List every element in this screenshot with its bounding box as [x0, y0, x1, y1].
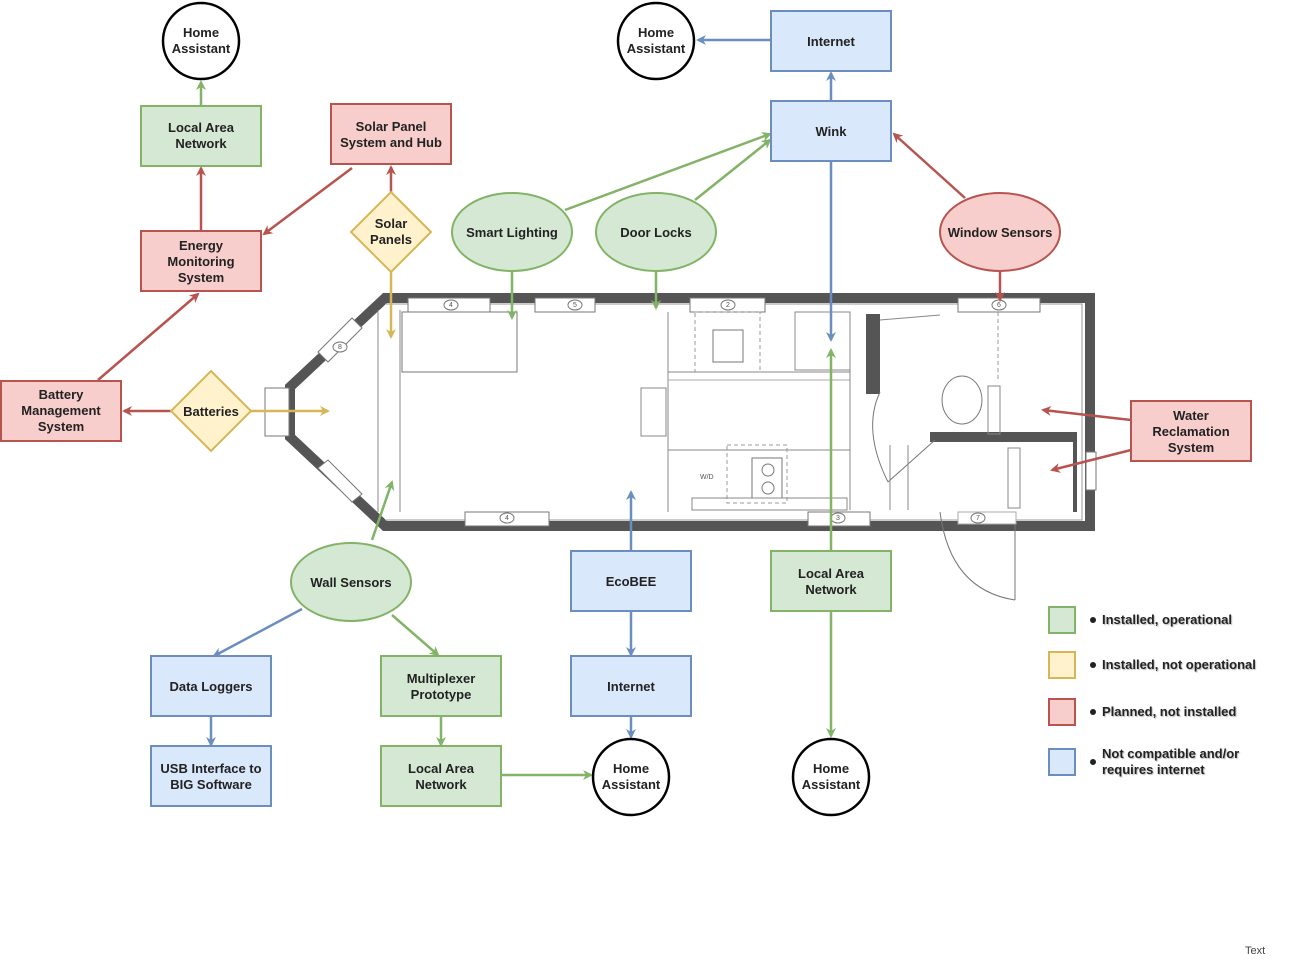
node-smart-lighting	[451, 192, 573, 272]
node-ha-top-mid	[616, 1, 696, 81]
node-label-ecobee: EcoBEE	[606, 574, 657, 589]
node-solar-panel-system	[330, 103, 452, 165]
footer-text: Text	[1245, 945, 1266, 957]
legend-swatch-green	[1048, 606, 1076, 634]
plan-tag-a: 4	[449, 302, 453, 309]
node-door-locks	[595, 192, 717, 272]
node-lan-bottom	[380, 745, 502, 807]
node-label-door-locks: Door Locks	[620, 225, 692, 240]
node-solar-panels	[349, 190, 433, 274]
node-label-smart-lighting: Smart Lighting	[466, 225, 558, 240]
bed	[401, 311, 518, 373]
legend-label: Installed, operational	[1102, 612, 1233, 627]
edge-water-to-plan-2	[1050, 448, 1132, 473]
node-label-internet-bottom: Internet	[607, 679, 655, 694]
svg-text:3: 3	[836, 515, 840, 522]
edge-wallsensors-to-multiplexer	[391, 614, 440, 657]
legend-label: Not compatible and/or requires internet	[1102, 746, 1240, 777]
node-ecobee	[570, 550, 692, 612]
node-label-window-sensors: Window Sensors	[948, 225, 1053, 240]
svg-text:5: 5	[573, 302, 577, 309]
edge-wallsensors-to-dataloggers	[212, 607, 303, 658]
edge-bms-to-energy	[97, 292, 200, 381]
node-water-reclamation	[1130, 400, 1252, 462]
floor-plan: 4 5 2 6 8 4 3 7 W/D	[264, 293, 1097, 601]
edge-windowsensors-to-wink	[892, 132, 966, 199]
node-internet-top	[770, 10, 892, 72]
node-internet-bottom	[570, 655, 692, 717]
svg-text:4: 4	[505, 515, 509, 522]
edge-wallsensors-to-plan	[370, 480, 395, 541]
node-data-loggers	[150, 655, 272, 717]
node-batteries	[169, 369, 253, 453]
node-wink	[770, 100, 892, 162]
legend-item-planned: Planned, not installed	[1048, 698, 1277, 726]
legend-swatch-yellow	[1048, 651, 1076, 679]
node-label-internet-top: Internet	[807, 34, 855, 49]
node-energy-monitoring	[140, 230, 262, 292]
node-label-wall-sensors: Wall Sensors	[310, 575, 391, 590]
legend-label: Installed, not operational	[1102, 657, 1256, 672]
connectors	[97, 35, 1132, 780]
node-label-data-loggers: Data Loggers	[169, 679, 252, 694]
legend-item-installed-not-operational: Installed, not operational	[1048, 651, 1277, 679]
legend-swatch-red	[1048, 698, 1076, 726]
washer-dryer-label: W/D	[700, 474, 714, 481]
edge-doorlocks-to-wink	[694, 138, 772, 201]
bullet-icon	[1090, 662, 1096, 668]
bullet-icon	[1090, 759, 1096, 765]
node-window-sensors	[939, 192, 1061, 272]
bullet-icon	[1090, 709, 1096, 715]
node-label-wink: Wink	[816, 124, 848, 139]
node-multiplexer	[380, 655, 502, 717]
edge-smartlighting-to-wink	[564, 132, 772, 212]
svg-text:7: 7	[976, 515, 980, 522]
node-usb-interface	[150, 745, 272, 807]
svg-text:2: 2	[726, 302, 730, 309]
exterior-wall	[285, 293, 1095, 531]
legend-item-installed-operational: Installed, operational	[1048, 606, 1277, 634]
node-label-batteries: Batteries	[183, 404, 239, 419]
node-lan-top-left	[140, 105, 262, 167]
node-lan-right	[770, 550, 892, 612]
node-ha-bottom-right	[791, 737, 871, 817]
node-ha-bottom-left	[591, 737, 671, 817]
node-ha-top-left	[161, 1, 241, 81]
edge-water-to-plan-1	[1041, 405, 1132, 422]
legend-swatch-blue	[1048, 748, 1076, 776]
edge-solarsys-to-energy	[262, 167, 353, 236]
bullet-icon	[1090, 617, 1096, 623]
legend-label: Planned, not installed	[1102, 704, 1237, 719]
svg-text:6: 6	[997, 302, 1001, 309]
svg-text:8: 8	[338, 344, 342, 351]
node-wall-sensors	[290, 542, 412, 622]
node-battery-management	[0, 380, 122, 442]
legend-item-not-compatible: Not compatible and/or requires internet	[1048, 746, 1277, 778]
